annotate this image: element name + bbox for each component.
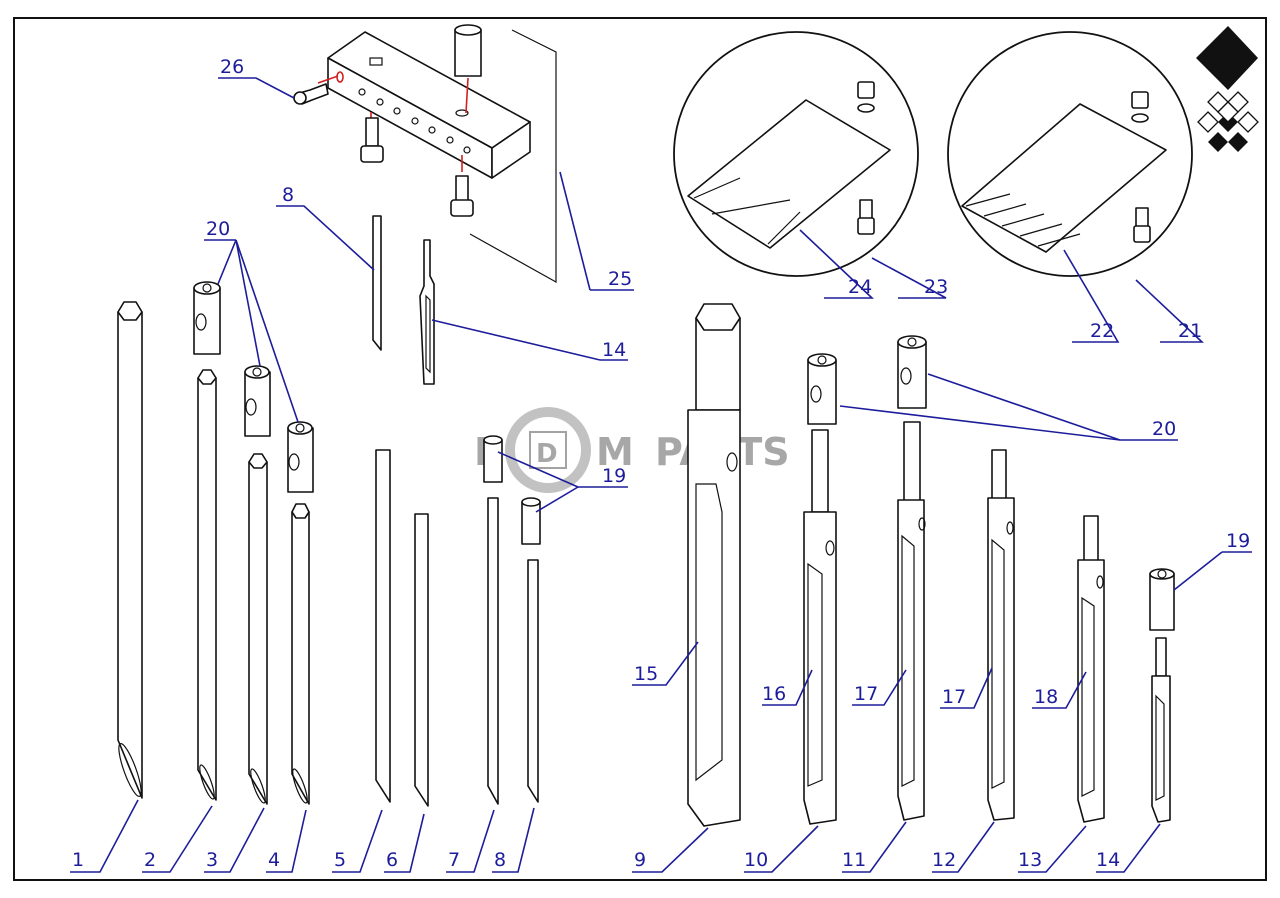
shaft-10 [803, 429, 837, 825]
callout-23: 23 [924, 276, 948, 298]
nut-20-b [244, 365, 271, 437]
callout-5: 5 [334, 849, 346, 871]
drawing-frame [13, 17, 1267, 881]
callout-24: 24 [848, 276, 872, 298]
coupler-19-right [1149, 568, 1175, 631]
callout-6: 6 [386, 849, 398, 871]
rod-4 [291, 503, 310, 805]
rod-3 [248, 453, 268, 805]
watermark-logo-m: M [596, 430, 634, 474]
nut-20-a [193, 281, 221, 355]
callout-13: 13 [1018, 849, 1042, 871]
callout-20-left: 20 [206, 218, 230, 240]
shaft-9 [687, 303, 741, 827]
coupler-19-b [521, 497, 541, 545]
callout-2: 2 [144, 849, 156, 871]
callout-8-top: 8 [282, 184, 294, 206]
detail-21 [947, 31, 1193, 277]
shaft-12 [987, 449, 1015, 821]
callout-10: 10 [744, 849, 768, 871]
brand-logo [1196, 26, 1259, 152]
callout-26: 26 [220, 56, 244, 78]
callout-14-top: 14 [602, 339, 626, 361]
rod-5 [375, 449, 391, 803]
shaft-14 [1151, 637, 1171, 823]
callout-19-middle: 19 [602, 465, 626, 487]
callout-15: 15 [634, 663, 658, 685]
watermark: R D M PARTS [474, 407, 790, 493]
rod-1 [117, 301, 143, 799]
coupler-19-a [483, 435, 503, 483]
manifold-block [317, 29, 557, 284]
nut-20-right-a [807, 353, 837, 425]
detail-23 [673, 31, 919, 277]
nut-20-right-b [897, 335, 927, 409]
screw-under-left [360, 117, 384, 163]
rod-8 [527, 559, 539, 803]
callout-19-right: 19 [1226, 530, 1250, 552]
rod-6 [414, 513, 429, 807]
callout-22: 22 [1090, 320, 1114, 342]
callout-21: 21 [1178, 320, 1202, 342]
callout-9: 9 [634, 849, 646, 871]
rod-2 [197, 369, 217, 801]
callout-4: 4 [268, 849, 280, 871]
callout-17-a: 17 [854, 683, 878, 705]
callout-18: 18 [1034, 686, 1058, 708]
callout-12: 12 [932, 849, 956, 871]
callout-14-bottom: 14 [1096, 849, 1120, 871]
callout-3: 3 [206, 849, 218, 871]
rod-8-top [372, 215, 382, 351]
shaft-11 [897, 421, 926, 821]
callout-7: 7 [448, 849, 460, 871]
rod-14-top [419, 239, 435, 385]
callout-1: 1 [72, 849, 84, 871]
screw-26 [293, 83, 329, 105]
rod-7 [487, 497, 499, 805]
callout-11: 11 [842, 849, 866, 871]
shaft-13 [1077, 515, 1105, 823]
nut-20-c [287, 421, 314, 493]
bolt-top [454, 24, 482, 77]
watermark-logo-d: D [536, 439, 558, 469]
callout-8: 8 [494, 849, 506, 871]
callout-17-b: 17 [942, 686, 966, 708]
leader-lines [70, 77, 1252, 873]
screw-under-right [450, 175, 474, 217]
callout-25: 25 [608, 268, 632, 290]
callout-20-right: 20 [1152, 418, 1176, 440]
callout-labels: 1 2 3 4 5 6 7 8 9 10 11 12 13 14 14 15 1… [72, 56, 1250, 871]
callout-16: 16 [762, 683, 786, 705]
